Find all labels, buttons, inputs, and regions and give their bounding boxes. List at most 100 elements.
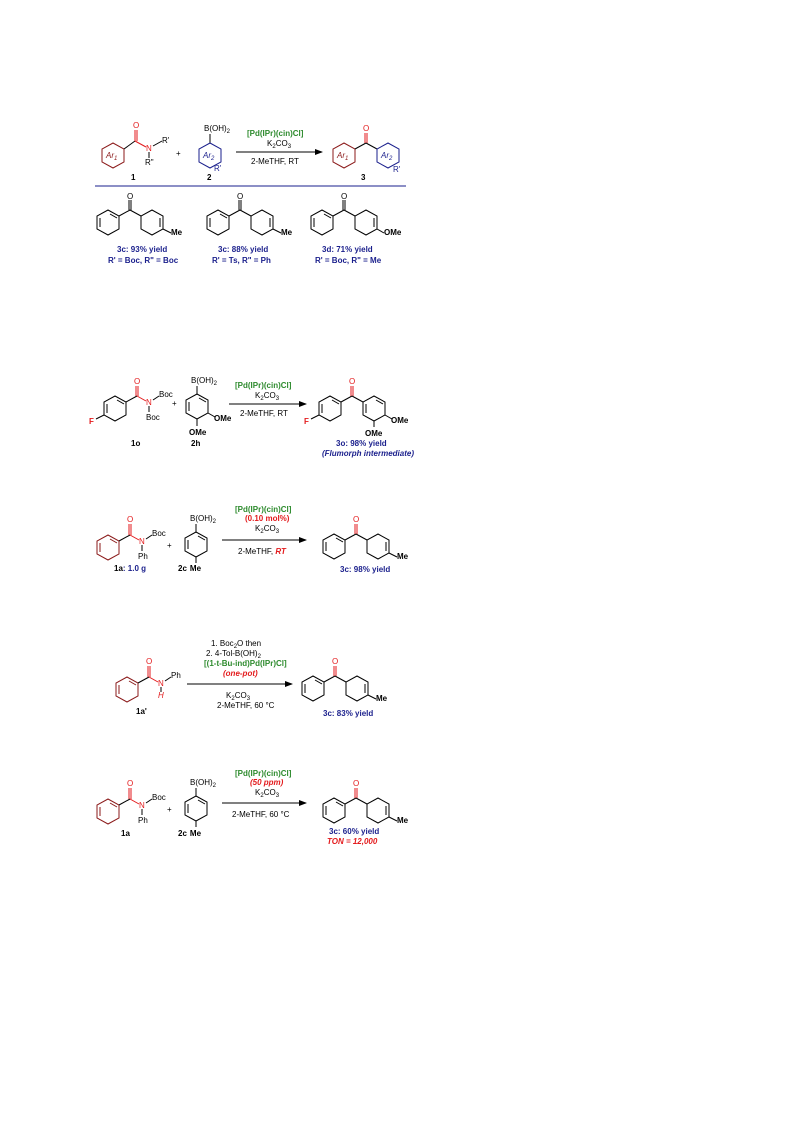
- svg-text:B(OH)2: B(OH)2: [190, 778, 217, 789]
- product-b-substituents: R' = Ts, R" = Ph: [212, 256, 271, 265]
- svg-text:K2CO3: K2CO3: [255, 788, 280, 799]
- ton-value: TON = 12,000: [327, 837, 378, 846]
- r-prime: R': [162, 136, 170, 145]
- one-pot-note: (one-pot): [223, 669, 258, 678]
- product-b-me: Me: [281, 228, 293, 237]
- carbonyl-o: O: [133, 121, 139, 130]
- boc-1: Boc: [159, 390, 173, 399]
- svg-text:B(OH)2: B(OH)2: [190, 514, 217, 525]
- label-2h: 2h: [191, 439, 200, 448]
- svg-text:O: O: [353, 515, 359, 524]
- ar2-r-prime: R': [214, 164, 222, 173]
- svg-text:O: O: [332, 657, 338, 666]
- boronic-acid-label: B(OH)2: [204, 124, 231, 135]
- svg-text:Me: Me: [397, 816, 409, 825]
- product-example-3c-b: O Me 3c: 88% yield R' = Ts, R" = Ph: [206, 192, 293, 265]
- svg-text:O: O: [134, 377, 140, 386]
- ome-meta: OMe: [214, 414, 232, 423]
- svg-text:K2CO3: K2CO3: [255, 524, 280, 535]
- ar1-label: Ar1: [105, 151, 117, 162]
- scheme-4-one-pot: O N Ph H 1a' 1. Boc2O then 2. 4-Tol-B(OH…: [115, 639, 388, 718]
- solvent-1: 2-MeTHF, RT: [251, 157, 299, 166]
- product-3-ar1-label: Ar1: [336, 151, 348, 162]
- svg-text:N: N: [146, 398, 152, 407]
- fluoro-label: F: [89, 417, 94, 426]
- product-3o-yield: 3o: 98% yield: [336, 439, 387, 448]
- svg-text:2-MeTHF, 60 °C: 2-MeTHF, 60 °C: [232, 810, 290, 819]
- svg-text:2-MeTHF, 60 °C: 2-MeTHF, 60 °C: [217, 701, 275, 710]
- product-b-yield: 3c: 88% yield: [218, 245, 268, 254]
- product-c-substituents: R' = Boc, R" = Me: [315, 256, 382, 265]
- svg-text:[Pd(IPr)(cin)Cl]: [Pd(IPr)(cin)Cl]: [235, 505, 292, 514]
- svg-text:F: F: [304, 417, 309, 426]
- scheme-1-general-reaction: Ar1 O N R' R" 1 + B(OH)2 Ar2 R' 2 [Pd(IP…: [95, 121, 406, 265]
- nh-hydrogen: H: [158, 691, 164, 700]
- svg-text:Ph: Ph: [138, 552, 148, 561]
- ar2-ring: [198, 142, 222, 169]
- svg-text:Me: Me: [397, 552, 409, 561]
- label-1o: 1o: [131, 439, 140, 448]
- label-3: 3: [361, 173, 366, 182]
- catalyst-1: [Pd(IPr)(cin)Cl]: [247, 129, 304, 138]
- product-3c-ppm-yield: 3c: 60% yield: [329, 827, 379, 836]
- svg-text:N: N: [139, 801, 145, 810]
- base-1: K2CO3: [267, 139, 292, 150]
- svg-text:+: +: [167, 541, 172, 550]
- svg-text:N: N: [139, 537, 145, 546]
- svg-text:O: O: [127, 779, 133, 788]
- product-a-substituents: R' = Boc, R" = Boc: [108, 256, 179, 265]
- boc-2: Boc: [146, 413, 160, 422]
- r-double-prime: R": [145, 158, 154, 167]
- svg-text:B(OH)2: B(OH)2: [191, 376, 218, 387]
- product-c-ome: OMe: [384, 228, 402, 237]
- svg-text:O: O: [127, 192, 133, 201]
- svg-text:2. 4-Tol-B(OH)2: 2. 4-Tol-B(OH)2: [206, 649, 262, 660]
- product-3c-gram-yield: 3c: 98% yield: [340, 565, 390, 574]
- svg-text:O: O: [353, 779, 359, 788]
- svg-text:Me: Me: [376, 694, 388, 703]
- product-3o-note: (Flumorph intermediate): [322, 449, 414, 458]
- label-1a-ppm: 1a: [121, 829, 130, 838]
- svg-text:O: O: [349, 377, 355, 386]
- svg-text:O: O: [146, 657, 152, 666]
- svg-text:Boc: Boc: [152, 793, 166, 802]
- svg-text:1. Boc2O then: 1. Boc2O then: [211, 639, 261, 650]
- svg-text:[Pd(IPr)(cin)Cl]: [Pd(IPr)(cin)Cl]: [235, 381, 292, 390]
- svg-text:K2CO3: K2CO3: [226, 691, 251, 702]
- product-c-yield: 3d: 71% yield: [322, 245, 373, 254]
- label-1a-gram: 1a: 1.0 g: [114, 564, 146, 573]
- svg-text:O: O: [341, 192, 347, 201]
- label-1: 1: [131, 173, 136, 182]
- product-3-ar2-ring: [376, 142, 400, 169]
- svg-text:O: O: [237, 192, 243, 201]
- amide-n: N: [146, 144, 152, 153]
- label-2: 2: [207, 173, 212, 182]
- plus-sign: +: [176, 149, 181, 158]
- svg-text:N: N: [158, 679, 164, 688]
- product-3-ar2-label: Ar2: [380, 151, 393, 162]
- loading-0-10: (0.10 mol%): [245, 514, 290, 523]
- scheme-2-flumorph: F O N Boc Boc 1o + B(OH)2 OMe OMe 2h [Pd…: [89, 376, 414, 458]
- ar2-label: Ar2: [202, 151, 215, 162]
- svg-text:O: O: [127, 515, 133, 524]
- svg-text:Boc: Boc: [152, 529, 166, 538]
- ome-para: OMe: [189, 428, 207, 437]
- svg-text:K2CO3: K2CO3: [255, 391, 280, 402]
- svg-text:2-MeTHF, RT: 2-MeTHF, RT: [238, 547, 287, 556]
- svg-text:[Pd(IPr)(cin)Cl]: [Pd(IPr)(cin)Cl]: [235, 769, 292, 778]
- svg-text:Ph: Ph: [138, 816, 148, 825]
- product-a-yield: 3c: 93% yield: [117, 245, 167, 254]
- product-example-3c-a: O Me 3c: 93% yield R' = Boc, R" = Boc: [96, 192, 183, 265]
- svg-text:+: +: [172, 399, 177, 408]
- svg-text:OMe: OMe: [391, 416, 409, 425]
- svg-text:OMe: OMe: [365, 429, 383, 438]
- product-3c-onepot-yield: 3c: 83% yield: [323, 709, 373, 718]
- label-1a-prime: 1a': [136, 707, 147, 716]
- product-3-o: O: [363, 124, 369, 133]
- svg-text:+: +: [167, 805, 172, 814]
